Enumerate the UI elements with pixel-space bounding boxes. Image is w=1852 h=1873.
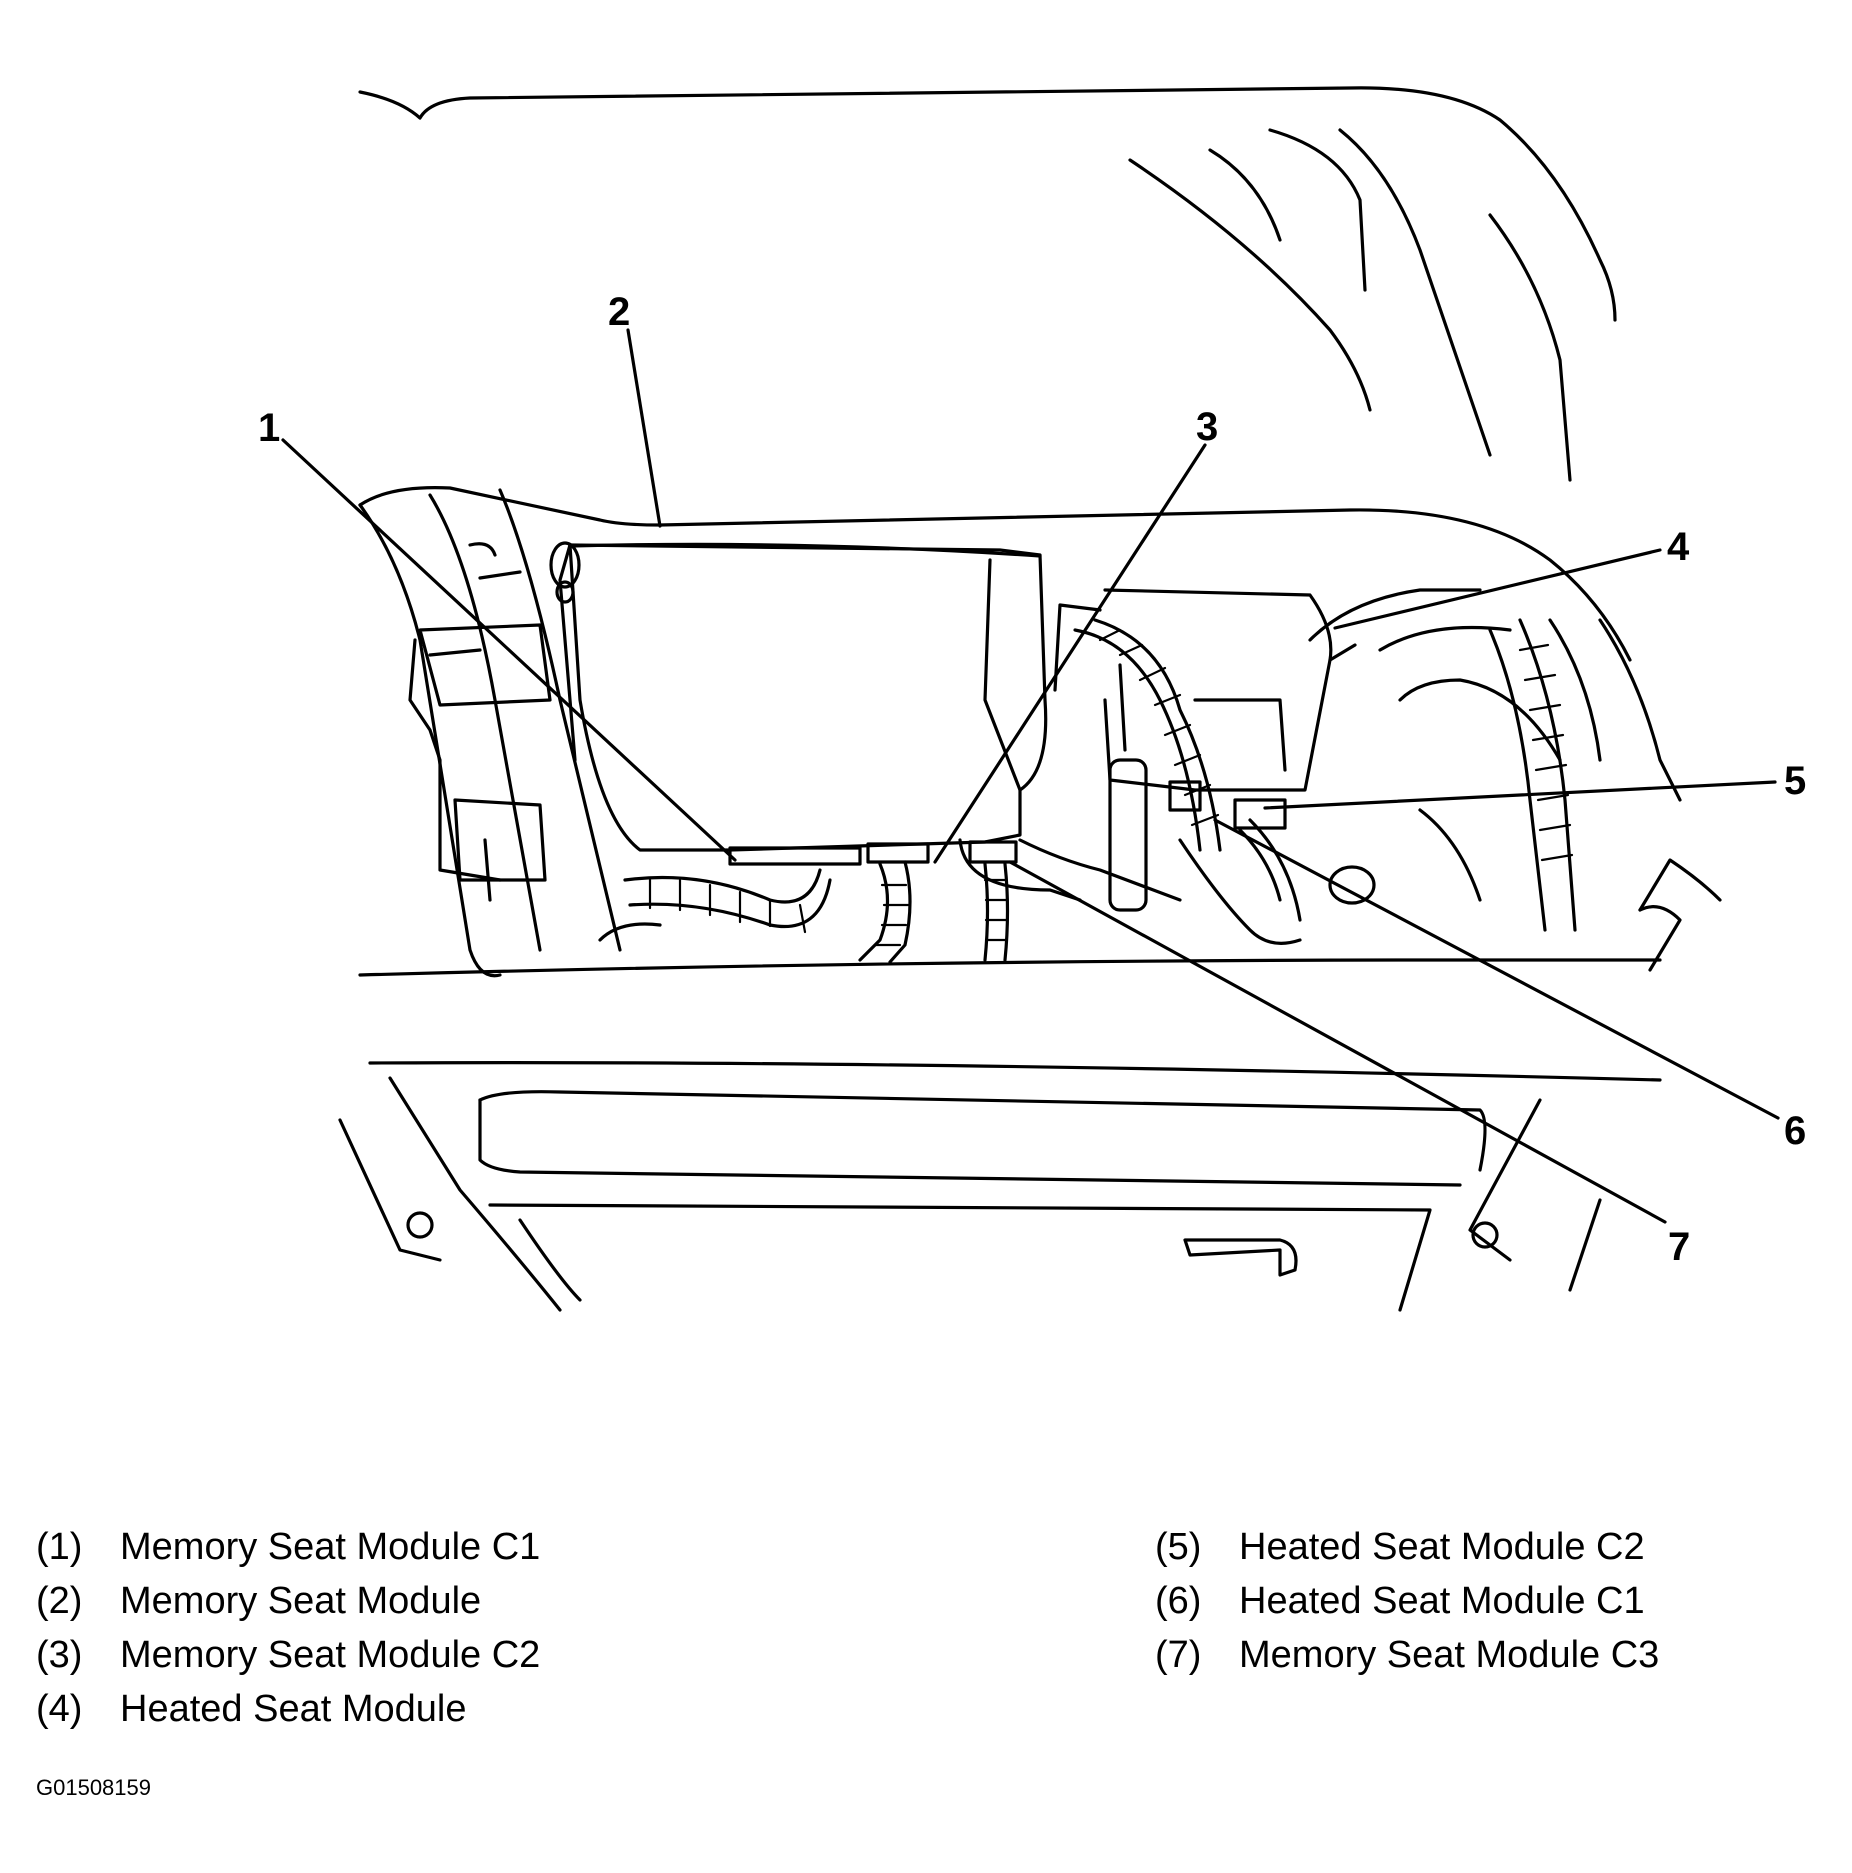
legend-item: (2) Memory Seat Module [36,1574,540,1628]
legend-number: (2) [36,1579,83,1622]
legend-number: (4) [36,1687,83,1730]
legend-label: Memory Seat Module [120,1579,482,1622]
memory-seat-module [558,542,1048,866]
legend-item: (4) Heated Seat Module [36,1682,540,1736]
legend-number: (6) [1155,1579,1202,1622]
seat-cushion-outline [358,86,1617,482]
legend-number: (3) [36,1633,83,1676]
legend-item: (5) Heated Seat Module C2 [1155,1520,1659,1574]
legend-label: Heated Seat Module [120,1687,467,1730]
seat-module-location-drawing: 1 2 3 4 5 6 7 [258,86,1806,1312]
legend-number: (7) [1155,1633,1202,1676]
callout-4: 4 [1667,525,1690,569]
component-legend: (1) Memory Seat Module C1 (2) Memory Sea… [0,1520,1852,1780]
callout-6: 6 [1784,1109,1806,1153]
callout-3: 3 [1196,405,1218,449]
legend-label: Memory Seat Module C1 [120,1525,541,1568]
legend-item: (1) Memory Seat Module C1 [36,1520,540,1574]
legend-item: (3) Memory Seat Module C2 [36,1628,540,1682]
callout-1: 1 [258,406,280,450]
heated-seat-module [1053,588,1357,830]
figure-id: G01508159 [36,1775,151,1800]
legend-number: (1) [36,1525,83,1568]
callout-5: 5 [1784,759,1806,803]
callout-7: 7 [1668,1225,1690,1269]
wiring-harness-right [1073,588,1512,945]
wiring-harness-left [598,838,1182,964]
seat-frame [358,486,1632,978]
legend-label: Heated Seat Module C1 [1239,1579,1645,1622]
seat-pan [338,958,1662,1312]
legend-label: Memory Seat Module C2 [120,1633,541,1676]
legend-column-right: (5) Heated Seat Module C2 (6) Heated Sea… [1155,1520,1659,1682]
legend-column-left: (1) Memory Seat Module C1 (2) Memory Sea… [36,1520,540,1736]
legend-item: (6) Heated Seat Module C1 [1155,1574,1659,1628]
legend-number: (5) [1155,1525,1202,1568]
legend-item: (7) Memory Seat Module C3 [1155,1628,1659,1682]
legend-label: Memory Seat Module C3 [1239,1633,1660,1676]
callout-leader-lines [281,328,1780,1224]
legend-label: Heated Seat Module C2 [1239,1525,1645,1568]
seat-track-harness [1328,618,1722,972]
callout-2: 2 [608,290,630,334]
callout-numbers: 1 2 3 4 5 6 7 [258,290,1806,1269]
